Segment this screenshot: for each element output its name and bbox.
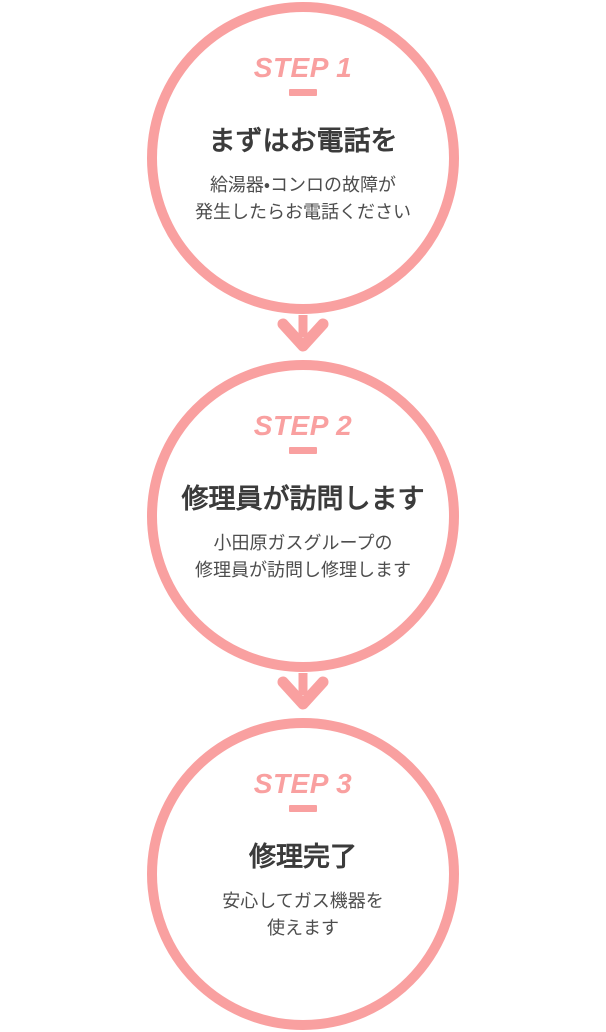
step-1-description: 給湯器・コンロの故障が発生したらお電話ください bbox=[195, 172, 411, 226]
connector-2 bbox=[277, 672, 329, 718]
step-1-description-line-1: 給湯器・コンロの故障が bbox=[209, 175, 397, 195]
step-1-description-line-2: 発生したらお電話ください bbox=[195, 202, 411, 222]
step-2-label: STEP 2 bbox=[253, 410, 353, 441]
step-1-title: まずはお電話を bbox=[208, 126, 398, 156]
step-2-title: 修理員が訪問します bbox=[181, 484, 425, 514]
step-3-title: 修理完了 bbox=[249, 842, 357, 872]
step-3-description-line-1: 安心してガス機器を bbox=[222, 891, 384, 911]
step-3-circle: STEP 3 修理完了 安心してガス機器を使えます bbox=[147, 718, 459, 1030]
connector-1 bbox=[277, 314, 329, 360]
arrow-down-icon bbox=[277, 315, 329, 352]
step-2-dash bbox=[289, 447, 317, 454]
step-1-label: STEP 1 bbox=[253, 52, 353, 83]
step-2-circle: STEP 2 修理員が訪問します 小田原ガスグループの修理員が訪問し修理します bbox=[147, 360, 459, 672]
step-2-description: 小田原ガスグループの修理員が訪問し修理します bbox=[195, 530, 411, 584]
step-2-description-line-1: 小田原ガスグループの bbox=[213, 533, 393, 553]
step-2-description-line-2: 修理員が訪問し修理します bbox=[195, 560, 411, 580]
arrow-down-icon bbox=[277, 673, 329, 710]
step-1-circle: STEP 1 まずはお電話を 給湯器・コンロの故障が発生したらお電話ください bbox=[147, 2, 459, 314]
step-3-description: 安心してガス機器を使えます bbox=[222, 888, 383, 942]
step-3-description-line-2: 使えます bbox=[267, 918, 339, 938]
step-3-label: STEP 3 bbox=[253, 768, 353, 799]
step-3-dash bbox=[289, 805, 317, 812]
step-1-dash bbox=[289, 89, 317, 96]
